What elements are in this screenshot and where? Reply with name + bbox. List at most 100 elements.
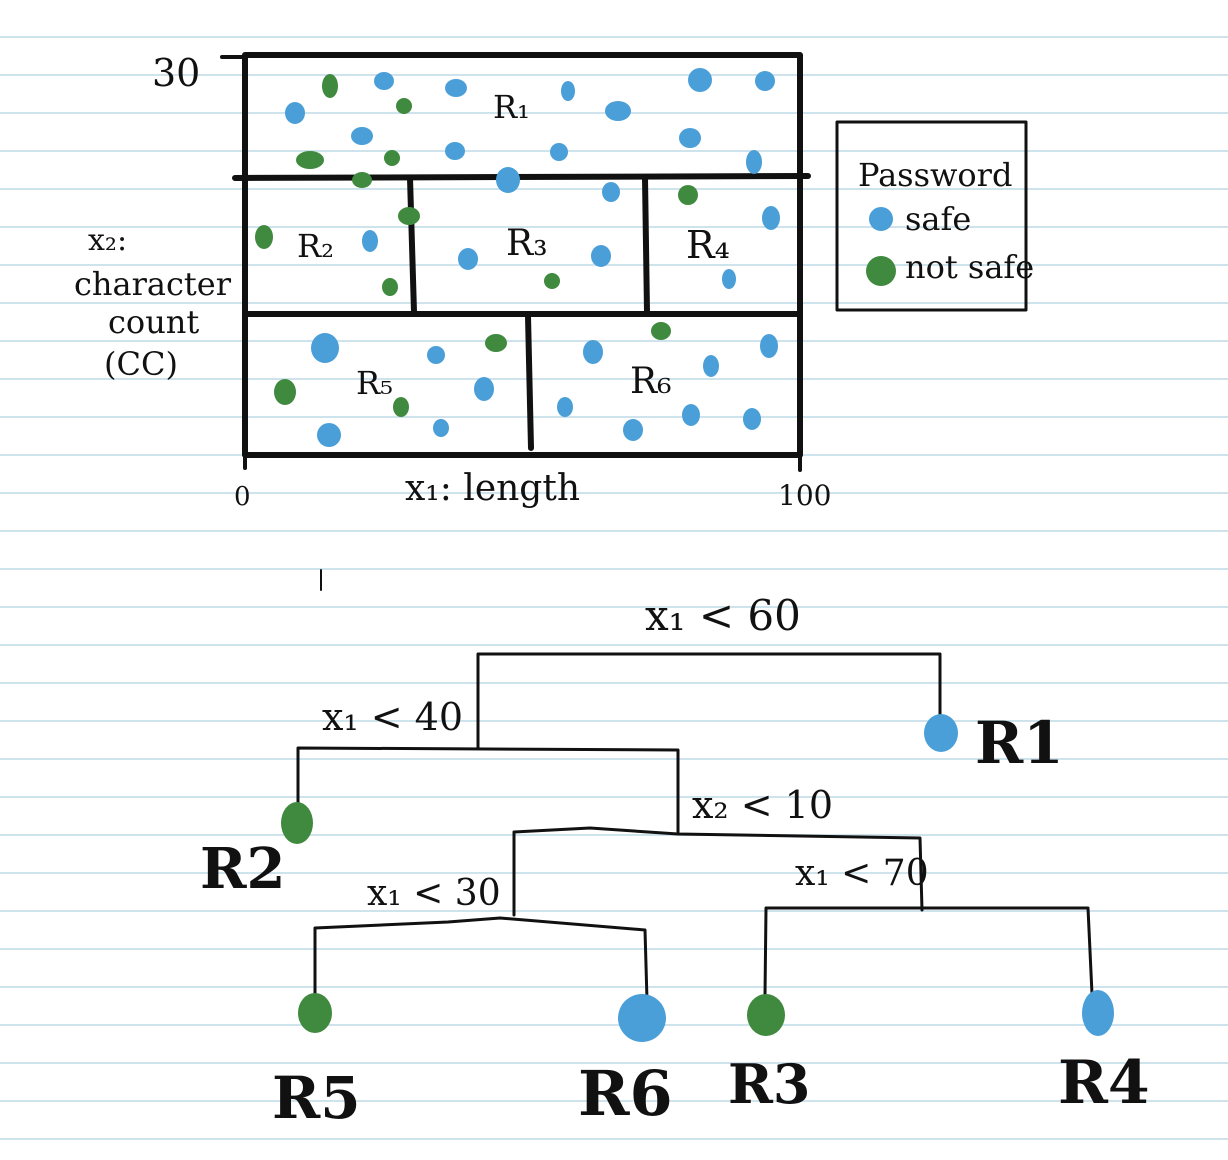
point-safe (682, 404, 700, 426)
point-safe (311, 333, 339, 363)
point-not-safe (352, 172, 372, 188)
y-axis-label-line-3: count (108, 303, 199, 341)
leaf-label-r3: R3 (728, 1052, 810, 1116)
point-safe (285, 102, 305, 124)
y-max-tick-label: 30 (152, 51, 200, 95)
point-not-safe (544, 273, 560, 289)
point-safe (583, 340, 603, 364)
point-not-safe (274, 379, 296, 405)
legend-safe-label: safe (905, 200, 971, 238)
point-safe (496, 167, 520, 193)
point-safe (703, 355, 719, 377)
leaf-node-r4 (1082, 990, 1114, 1036)
region-label-r2: R₂ (297, 227, 334, 265)
legend-not-safe-label: not safe (905, 248, 1034, 286)
leaf-label-r2: R2 (200, 836, 286, 902)
point-safe (591, 245, 611, 267)
point-safe (755, 71, 775, 91)
leaf-label-r4: R4 (1058, 1048, 1150, 1118)
points-r4 (678, 185, 780, 289)
point-safe (317, 423, 341, 447)
point-safe (722, 269, 736, 289)
point-not-safe (396, 98, 412, 114)
point-not-safe (322, 74, 338, 98)
point-not-safe (485, 334, 507, 352)
leaf-node-r2 (281, 802, 313, 844)
legend-frame (835, 120, 1028, 312)
region-label-r6: R₆ (630, 361, 672, 402)
x-axis-label: x₁: length (405, 468, 580, 509)
legend-title: Password (858, 156, 1012, 194)
points-r5 (274, 333, 507, 447)
split-line-r3-r4 (642, 175, 650, 315)
region-label-r4: R₄ (686, 223, 730, 267)
point-not-safe (384, 150, 400, 166)
points-r2 (255, 207, 420, 296)
decision-tree: x₁ < 60 x₁ < 40 x₂ < 10 x₁ < 30 x₁ < 70 … (200, 591, 1150, 1132)
leaf-node-r6 (618, 994, 666, 1042)
leaf-label-r1: R1 (975, 709, 1064, 777)
plot-frame (242, 52, 803, 458)
split-line-r1 (232, 173, 811, 181)
tree-edge-left (296, 746, 680, 834)
region-label-r5: R₅ (356, 364, 393, 402)
point-not-safe (678, 185, 698, 205)
tree-edge-inner (512, 826, 924, 917)
point-safe (762, 206, 780, 230)
point-safe (743, 408, 761, 430)
point-safe (746, 150, 762, 174)
tree-edge-right-sub (763, 906, 1094, 997)
split-line-r5-r6 (525, 313, 534, 451)
leaf-label-r6: R6 (578, 1057, 673, 1130)
points-r3 (458, 182, 620, 289)
leaf-node-r1 (924, 714, 958, 752)
y-axis-label-line-2: character (74, 265, 232, 303)
x-max-tick-label: 100 (778, 479, 831, 512)
point-safe (362, 230, 378, 252)
point-safe (557, 397, 573, 417)
point-not-safe (651, 322, 671, 340)
point-not-safe (255, 225, 273, 249)
split-line-r2-r3 (407, 175, 417, 315)
point-safe (445, 142, 465, 160)
split-label-left: x₁ < 40 (322, 695, 463, 739)
point-safe (374, 72, 394, 90)
x-min-tick-label: 0 (234, 482, 251, 512)
point-safe (605, 101, 631, 121)
y-axis-label-line-1: x₂: (88, 223, 127, 258)
tree-edge-left-sub (313, 916, 649, 1002)
point-safe (445, 79, 467, 97)
point-safe (760, 334, 778, 358)
point-safe (458, 248, 478, 270)
point-safe (474, 377, 494, 401)
point-safe (427, 346, 445, 364)
point-safe (433, 419, 449, 437)
legend-safe-swatch (869, 207, 893, 231)
point-not-safe (393, 397, 409, 417)
point-safe (602, 182, 620, 202)
point-not-safe (382, 278, 398, 296)
point-safe (679, 128, 701, 148)
point-safe (550, 143, 568, 161)
split-label-right-sub: x₁ < 70 (795, 853, 929, 894)
points-r6 (557, 322, 778, 441)
point-safe (351, 127, 373, 145)
point-safe (561, 81, 575, 101)
leaf-node-r5 (298, 993, 332, 1033)
region-plot: 30 0 100 x₁: length x₂: character count … (74, 51, 831, 512)
point-not-safe (296, 151, 324, 169)
leaf-node-r3 (747, 994, 785, 1036)
region-label-r1: R₁ (493, 88, 530, 126)
split-label-root: x₁ < 60 (645, 591, 801, 640)
split-label-left-sub: x₁ < 30 (367, 873, 501, 914)
y-axis-label-line-4: (CC) (104, 345, 178, 383)
tree-edge-root (476, 652, 942, 750)
region-label-r3: R₃ (506, 223, 548, 264)
points-r1 (285, 68, 775, 193)
legend-not-safe-swatch (866, 256, 896, 286)
point-not-safe (398, 207, 420, 225)
legend: Password safe not safe (835, 120, 1034, 312)
point-safe (688, 68, 712, 92)
leaf-label-r5: R5 (272, 1064, 361, 1132)
